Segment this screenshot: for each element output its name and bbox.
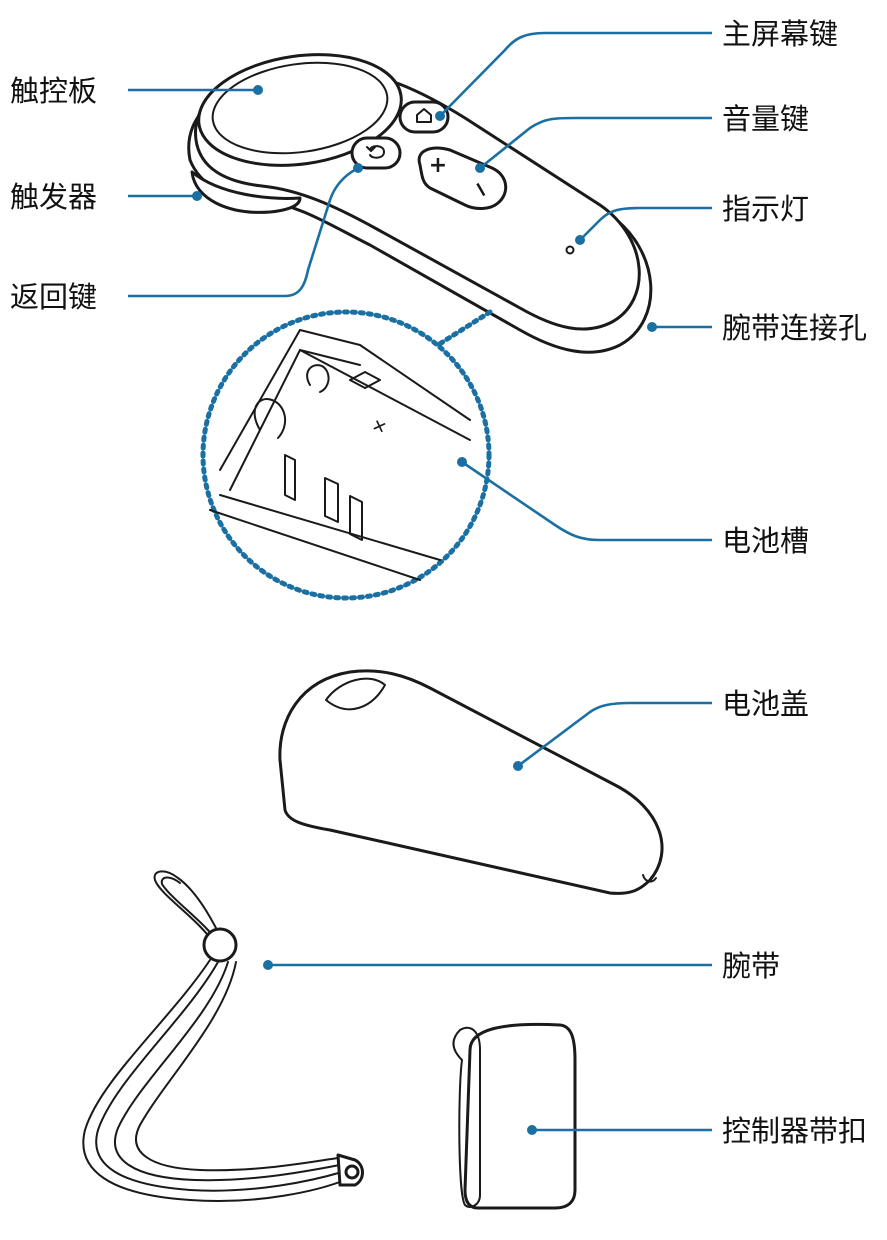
touchpad[interactable]	[191, 42, 408, 177]
home-icon	[416, 108, 432, 123]
wrist-strap	[82, 870, 364, 1202]
leader-lines	[128, 31, 712, 1135]
label-battery-compartment: 电池槽	[722, 524, 809, 558]
labels: 触控板 触发器 返回键 主屏幕键 音量键 指示灯 腕带连接孔 电池槽 电池盖 腕…	[10, 17, 867, 1148]
label-touchpad: 触控板	[10, 74, 97, 108]
label-back-key: 返回键	[10, 280, 97, 314]
battery-cover	[278, 669, 664, 895]
home-button[interactable]	[398, 100, 450, 134]
controller-holder	[452, 1022, 577, 1210]
label-home-key: 主屏幕键	[722, 17, 838, 51]
indicator-light	[565, 245, 575, 255]
plus-icon[interactable]: +	[429, 153, 447, 178]
label-controller-holder: 控制器带扣	[722, 1114, 867, 1148]
label-trigger: 触发器	[10, 180, 97, 214]
label-battery-cover: 电池盖	[722, 687, 809, 721]
label-wrist-strap: 腕带	[722, 949, 780, 983]
back-button[interactable]	[350, 136, 402, 170]
label-volume-key: 音量键	[722, 102, 809, 136]
label-strap-hole: 腕带连接孔	[722, 311, 867, 345]
volume-rocker[interactable]: + −	[417, 146, 508, 210]
label-indicator-light: 指示灯	[722, 192, 809, 226]
battery-compartment-inset: +	[200, 309, 493, 601]
back-icon	[366, 145, 385, 159]
